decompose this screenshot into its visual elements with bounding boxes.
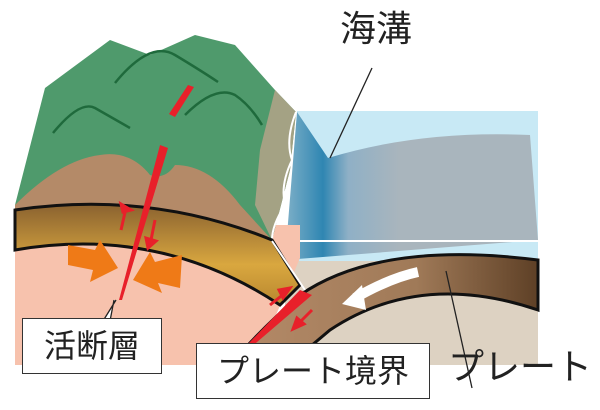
compression-arrows (68, 240, 182, 293)
fault-lines (119, 85, 312, 348)
crust-layer (13, 202, 302, 307)
plate-boundary-label: プレート境界 (196, 343, 430, 399)
active-fault-label: 活断層 (22, 318, 162, 374)
plate-label: プレート (448, 347, 593, 388)
slip-arrows (118, 200, 314, 332)
trench-label: 海溝 (340, 9, 413, 50)
seafloor (285, 112, 538, 260)
